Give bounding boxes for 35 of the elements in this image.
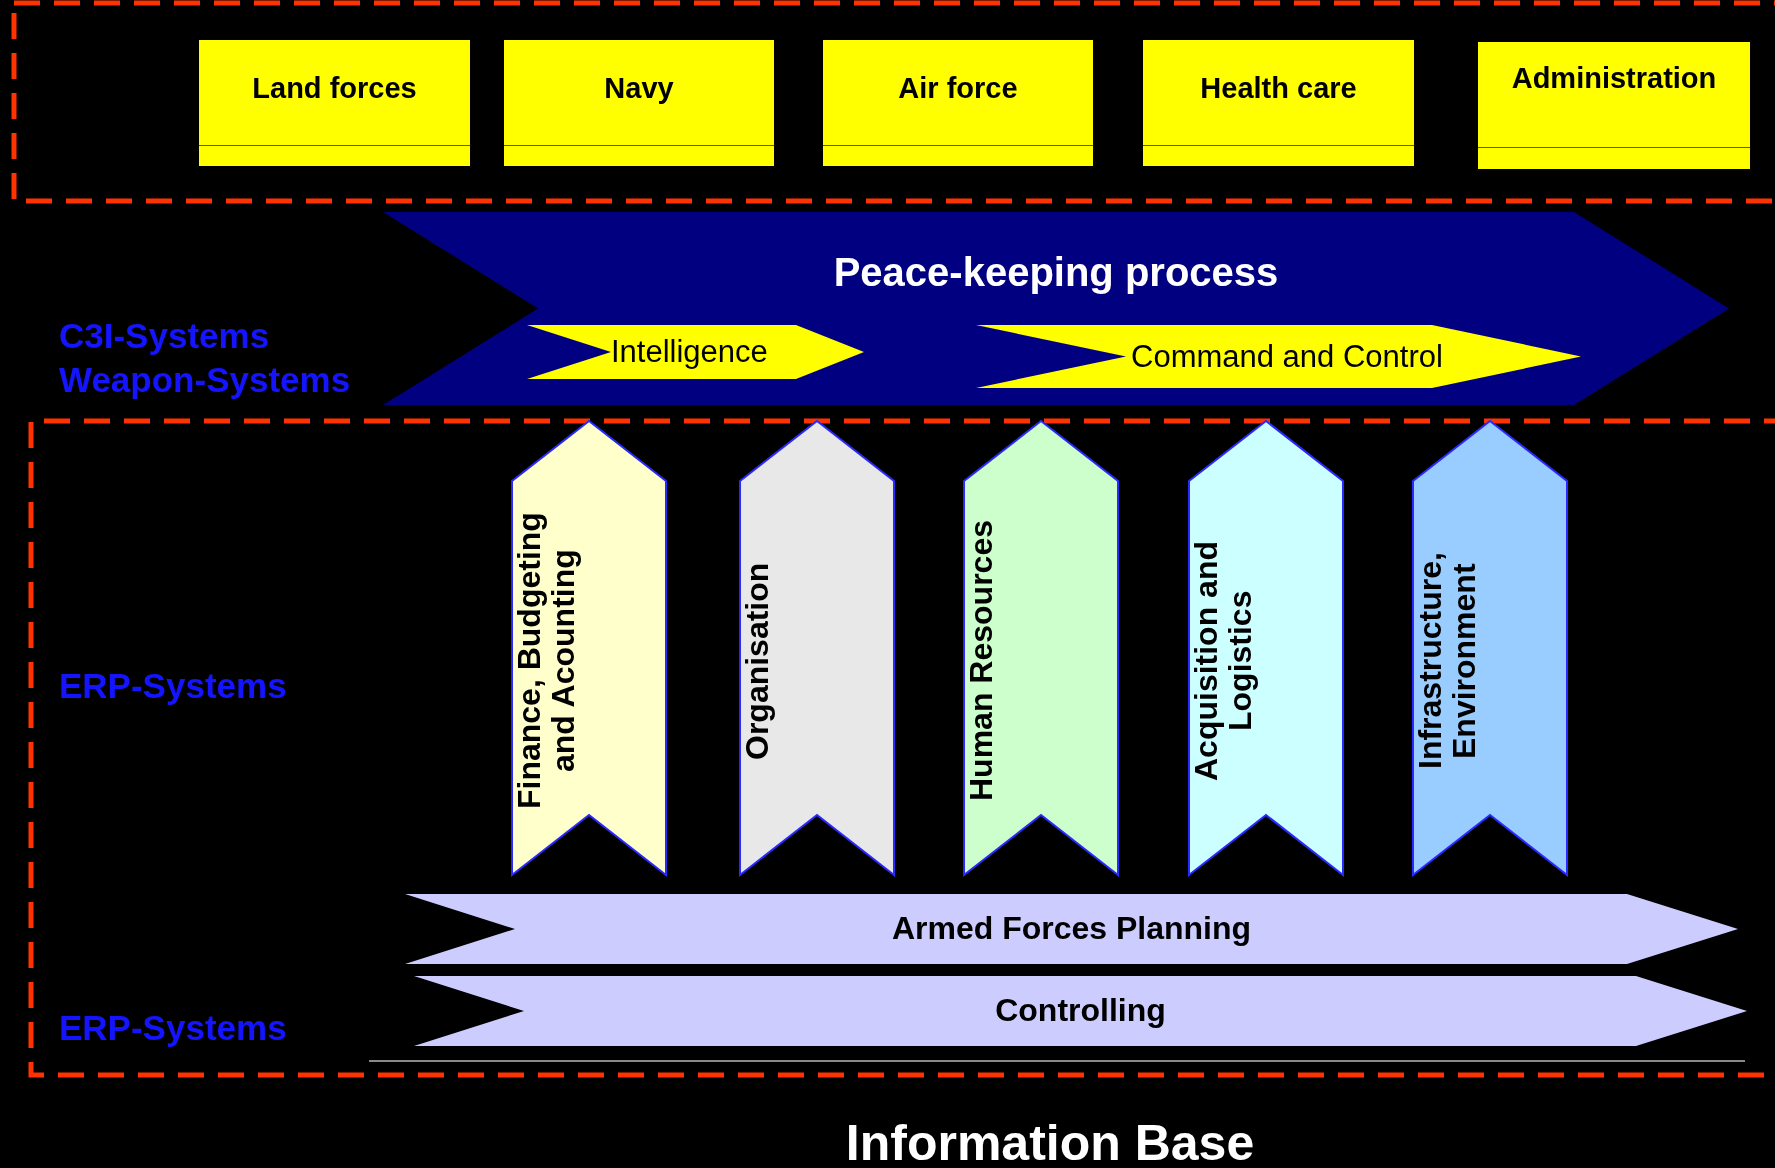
band-label: Peace-keeping process xyxy=(832,250,1280,295)
function-band xyxy=(964,421,1118,875)
process-band xyxy=(527,325,864,379)
band-label: Human Resources xyxy=(964,519,1000,804)
band-label: Armed Forces Planning xyxy=(890,910,1253,947)
unit-label: Land forces xyxy=(251,72,418,105)
band-label: Finance, Budgeting and Acounting xyxy=(512,511,582,812)
band-label: Intelligence xyxy=(611,334,768,370)
function-band xyxy=(512,421,666,875)
system-label: ERP-Systems xyxy=(59,666,287,706)
function-band xyxy=(740,421,894,875)
unit-box xyxy=(1478,42,1750,169)
band-label: Organisation xyxy=(740,561,776,762)
process-band xyxy=(405,894,1738,964)
function-band xyxy=(1413,421,1567,875)
process-band xyxy=(414,976,1747,1046)
system-label: C3I-Systems xyxy=(59,316,270,356)
process-band xyxy=(383,212,1729,405)
unit-box xyxy=(823,40,1093,166)
function-band xyxy=(1189,421,1343,875)
system-label: Weapon-Systems xyxy=(59,360,351,400)
unit-label: Administration xyxy=(1510,62,1718,95)
unit-box xyxy=(504,40,774,166)
system-label: ERP-Systems xyxy=(59,1008,287,1048)
band-label: Infrastructure, Environment xyxy=(1413,551,1483,772)
band-label: Acquisition and Logistics xyxy=(1189,540,1259,783)
unit-label: Navy xyxy=(603,72,675,105)
band-label: Command and Control xyxy=(1131,338,1443,375)
caption: Information Base xyxy=(844,1114,1256,1168)
process-band xyxy=(976,325,1581,388)
unit-label: Air force xyxy=(897,72,1019,105)
unit-label: Health care xyxy=(1199,72,1358,105)
unit-box xyxy=(1143,40,1414,166)
unit-box xyxy=(199,40,470,166)
band-label: Controlling xyxy=(994,992,1167,1029)
